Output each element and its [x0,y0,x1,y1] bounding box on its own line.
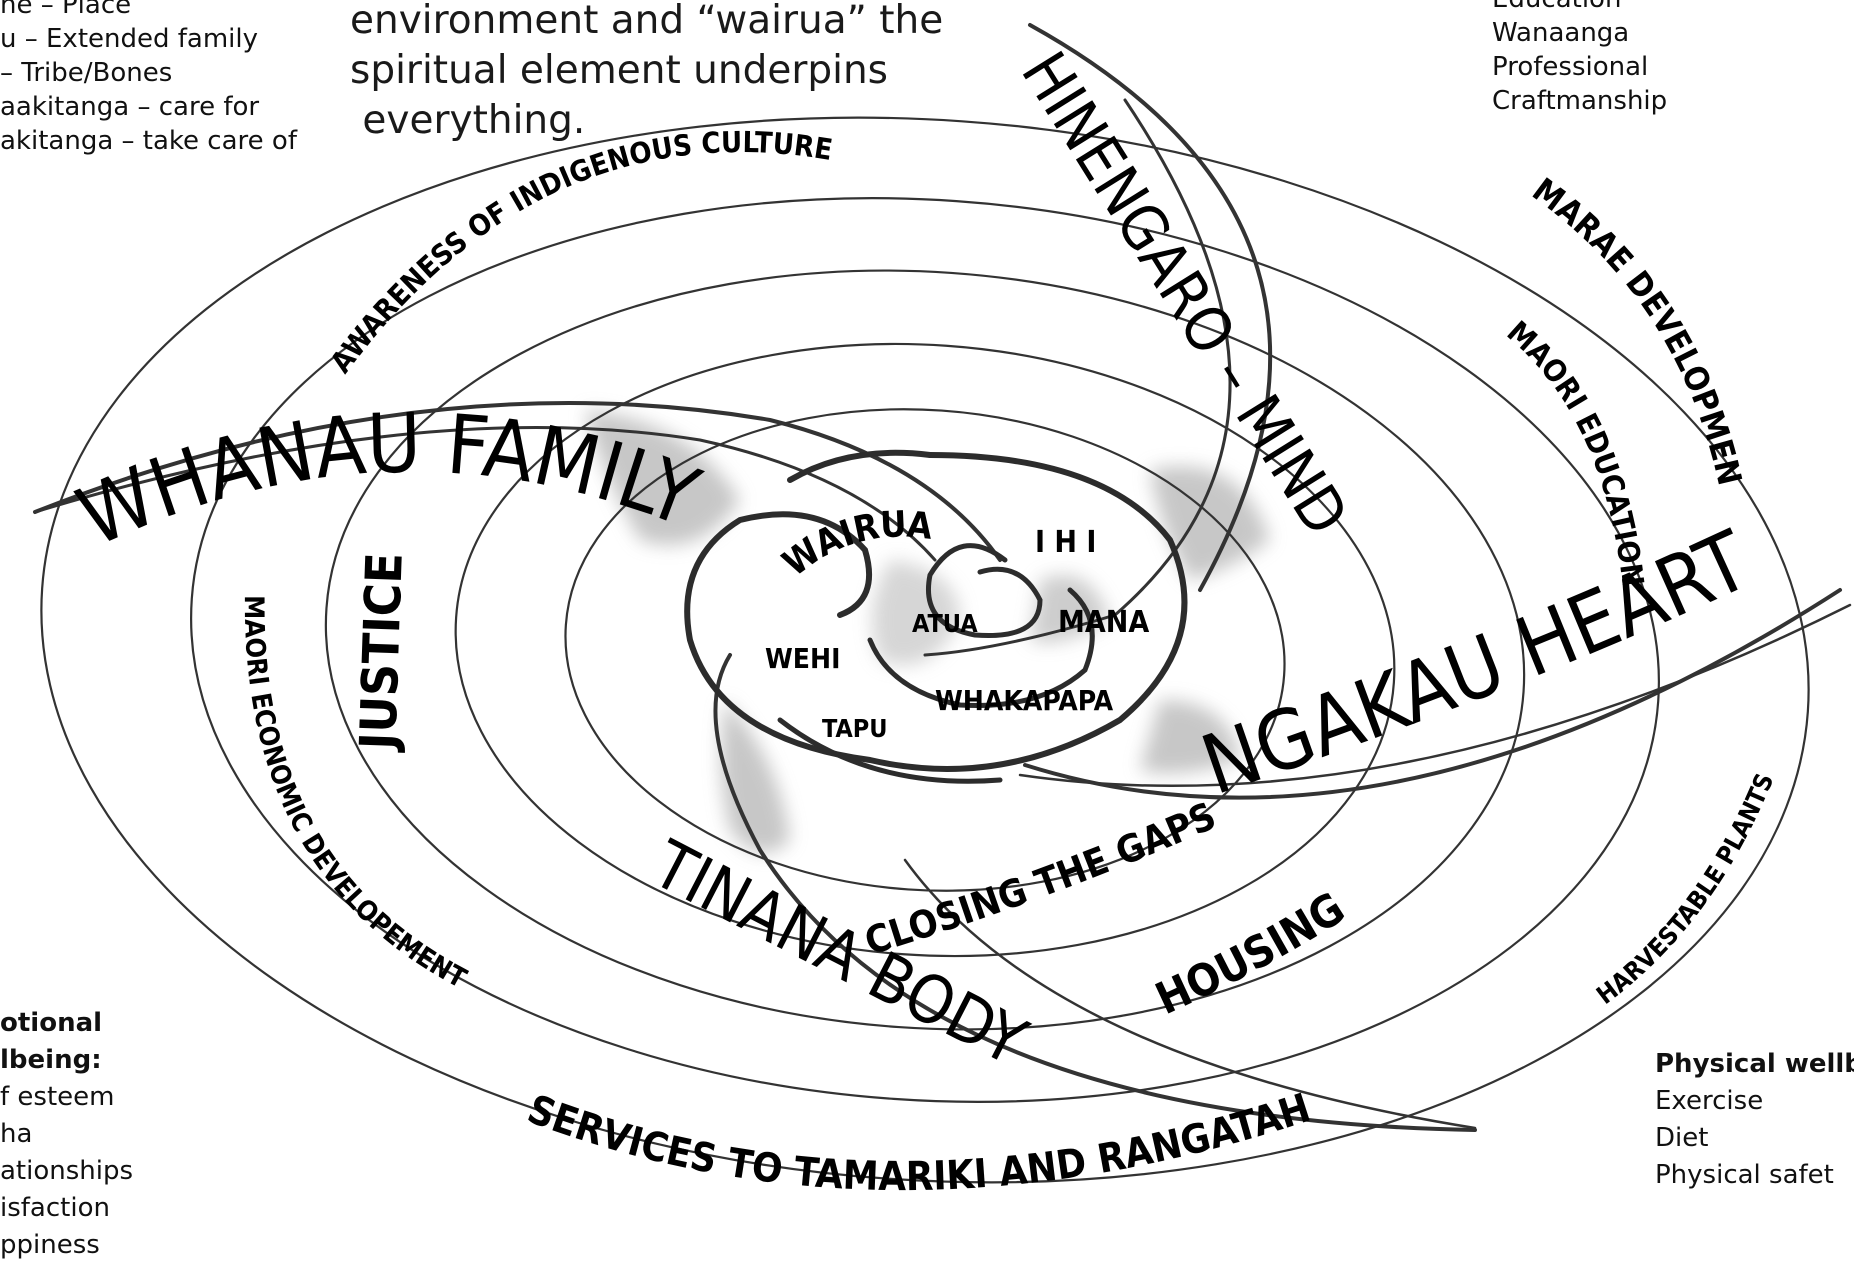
note-heading: Physical wellb [1655,1046,1854,1083]
note-line: Professional [1492,50,1667,84]
center-whakapapa: WHAKAPAPA [935,684,1114,717]
right-bottom-notes: Physical wellb Exercise Diet Physical sa… [1655,1046,1854,1194]
center-atua: ATUA [912,609,978,638]
center-wehi: WEHI [765,642,840,675]
note-line: Wanaanga [1492,16,1667,50]
note-line: – Tribe/Bones [0,56,297,90]
note-line: Physical safet [1655,1157,1854,1194]
label-tinana-body: TINANA BODY [640,825,1039,1081]
center-ihi: I H I [1035,525,1096,560]
center-tapu: TAPU [822,714,888,743]
note-line: akitanga – take care of [0,124,297,158]
center-mana: MANA [1058,605,1149,640]
note-line: f esteem [0,1079,133,1116]
note-line: ppiness [0,1227,133,1264]
note-line: ationships [0,1153,133,1190]
label-ngakau-heart: NGAKAU HEART [1191,513,1764,814]
right-top-notes: Education Wanaanga Professional Craftman… [1492,0,1667,118]
note-line: Education [1492,0,1667,16]
label-awareness: AWARENESS OF INDIGENOUS CULTURE [323,125,834,379]
note-line: ne – Place [0,0,297,22]
note-line: Exercise [1655,1083,1854,1120]
label-justice: JUSTICE [349,552,414,754]
note-line: Diet [1655,1120,1854,1157]
label-housing: HOUSING [1148,883,1353,1025]
left-bottom-notes: otional lbeing: f esteem ha ationships i… [0,1005,133,1264]
note-heading: lbeing: [0,1042,133,1079]
note-line: isfaction [0,1190,133,1227]
note-line: ha [0,1116,133,1153]
note-heading: otional [0,1005,133,1042]
label-closing: CLOSING THE GAPS [860,794,1222,964]
intro-text: environment and “wairua” the spiritual e… [350,0,943,146]
left-top-notes: ne – Place u – Extended family – Tribe/B… [0,0,297,158]
intro-line: spiritual element underpins [350,46,943,96]
note-line: Craftmanship [1492,84,1667,118]
label-harvestable: HARVESTABLE PLANTS [1591,769,1779,1010]
center-labels: WAIRUA I H I ATUA MANA WEHI WHAKAPAPA TA… [765,504,1149,743]
intro-line: environment and “wairua” the [350,0,943,46]
note-line: u – Extended family [0,22,297,56]
label-maori-education: MAORI EDUCATION [1500,315,1650,589]
note-line: aakitanga – care for [0,90,297,124]
intro-line: everything. [350,96,943,146]
